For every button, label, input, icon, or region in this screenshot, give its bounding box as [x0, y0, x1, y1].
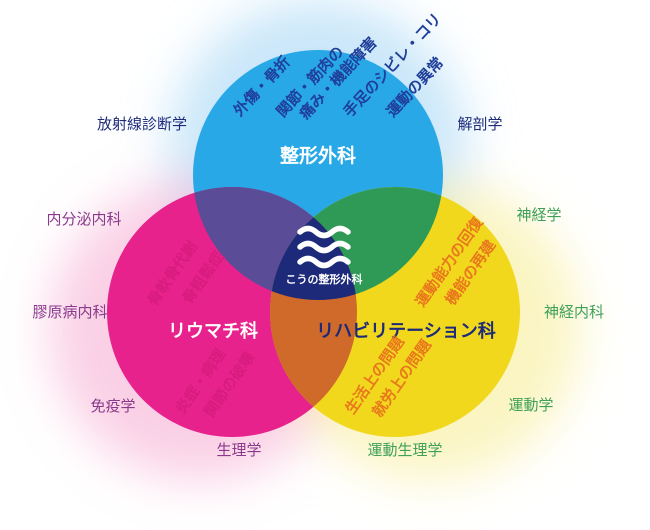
field-physiology: 生理学: [216, 441, 261, 459]
rehabilitation-title: リハビリテーション科: [316, 320, 496, 342]
field-anatomy: 解剖学: [457, 115, 502, 133]
field-neurology: 神経学: [516, 206, 561, 224]
field-kinesiology: 運動学: [508, 396, 553, 414]
field-collagen-disease: 膠原病内科: [32, 303, 107, 321]
field-neurological-medicine: 神経内科: [544, 303, 604, 321]
related-fields: 放射線診断学 解剖学 内分泌内科 膠原病内科 免疫学 生理学 神経学 神経内科 …: [32, 115, 604, 459]
wave-logo-icon: [297, 225, 351, 269]
field-endocrinology: 内分泌内科: [46, 210, 121, 228]
field-radiology: 放射線診断学: [97, 115, 187, 133]
field-exercise-physiology: 運動生理学: [367, 441, 442, 459]
rheumatology-title: リウマチ科: [168, 320, 258, 342]
orthopedics-title: 整形外科: [280, 144, 356, 167]
field-immunology: 免疫学: [90, 397, 135, 415]
center-logo-text: こうの整形外科: [286, 272, 363, 286]
